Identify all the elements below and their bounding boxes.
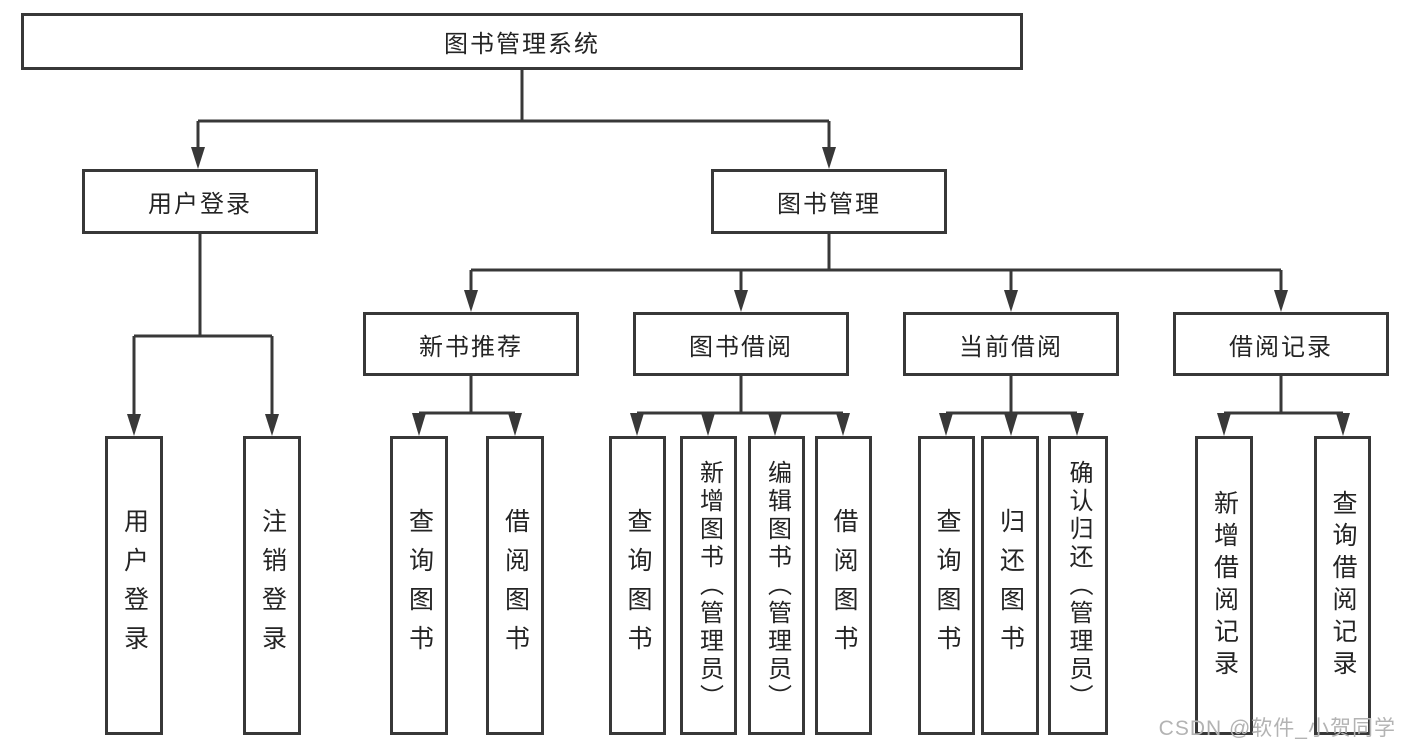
leaf-add-book-admin-label: 新增图书（管理员） xyxy=(695,459,723,712)
leaf-edit-book-admin-label: 编辑图书（管理员） xyxy=(763,459,791,712)
leaf-user-login-label: 用户登录 xyxy=(120,507,149,664)
leaf-return-books-label: 归还图书 xyxy=(996,507,1025,664)
leaf-borrow-books-borrowing: 借阅图书 xyxy=(815,436,872,735)
leaf-add-borrow-record: 新增借阅记录 xyxy=(1195,436,1253,735)
leaf-confirm-return-admin-label: 确认归还（管理员） xyxy=(1065,459,1092,712)
leaf-borrow-books-recommend: 借阅图书 xyxy=(486,436,544,735)
leaf-logout-label: 注销登录 xyxy=(258,507,287,664)
node-new-book-recommend: 新书推荐 xyxy=(363,312,579,376)
leaf-borrow-books-borrowing-label: 借阅图书 xyxy=(830,507,858,664)
leaf-query-books-borrowing-label: 查询图书 xyxy=(624,507,652,664)
leaf-edit-book-admin: 编辑图书（管理员） xyxy=(748,436,805,735)
node-current-borrowing: 当前借阅 xyxy=(903,312,1119,376)
leaf-return-books: 归还图书 xyxy=(981,436,1039,735)
leaf-query-borrow-record: 查询借阅记录 xyxy=(1314,436,1371,735)
node-book-borrowing: 图书借阅 xyxy=(633,312,849,376)
node-new-book-recommend-label: 新书推荐 xyxy=(419,333,523,361)
leaf-add-borrow-record-label: 新增借阅记录 xyxy=(1210,489,1239,682)
node-book-management: 图书管理 xyxy=(711,169,947,234)
leaf-logout: 注销登录 xyxy=(243,436,301,735)
arrowheads xyxy=(127,147,1350,436)
leaf-add-book-admin: 新增图书（管理员） xyxy=(680,436,737,735)
leaf-query-books-borrowing: 查询图书 xyxy=(609,436,666,735)
node-root: 图书管理系统 xyxy=(21,13,1023,70)
watermark: CSDN @软件_小贺同学 xyxy=(1158,717,1396,740)
node-root-label: 图书管理系统 xyxy=(444,31,600,58)
node-book-borrowing-label: 图书借阅 xyxy=(689,333,793,361)
node-user-login-label: 用户登录 xyxy=(148,191,252,218)
leaf-borrow-books-recommend-label: 借阅图书 xyxy=(501,507,530,664)
leaf-confirm-return-admin: 确认归还（管理员） xyxy=(1048,436,1108,735)
node-borrowing-records-label: 借阅记录 xyxy=(1229,333,1333,361)
leaf-query-books-current: 查询图书 xyxy=(918,436,975,735)
leaf-query-books-recommend-label: 查询图书 xyxy=(405,507,434,664)
node-current-borrowing-label: 当前借阅 xyxy=(959,333,1063,361)
node-borrowing-records: 借阅记录 xyxy=(1173,312,1389,376)
node-book-management-label: 图书管理 xyxy=(777,191,881,218)
leaf-query-books-current-label: 查询图书 xyxy=(933,507,961,664)
node-user-login: 用户登录 xyxy=(82,169,318,234)
leaf-user-login: 用户登录 xyxy=(105,436,163,735)
leaf-query-borrow-record-label: 查询借阅记录 xyxy=(1329,489,1357,682)
leaf-query-books-recommend: 查询图书 xyxy=(390,436,448,735)
